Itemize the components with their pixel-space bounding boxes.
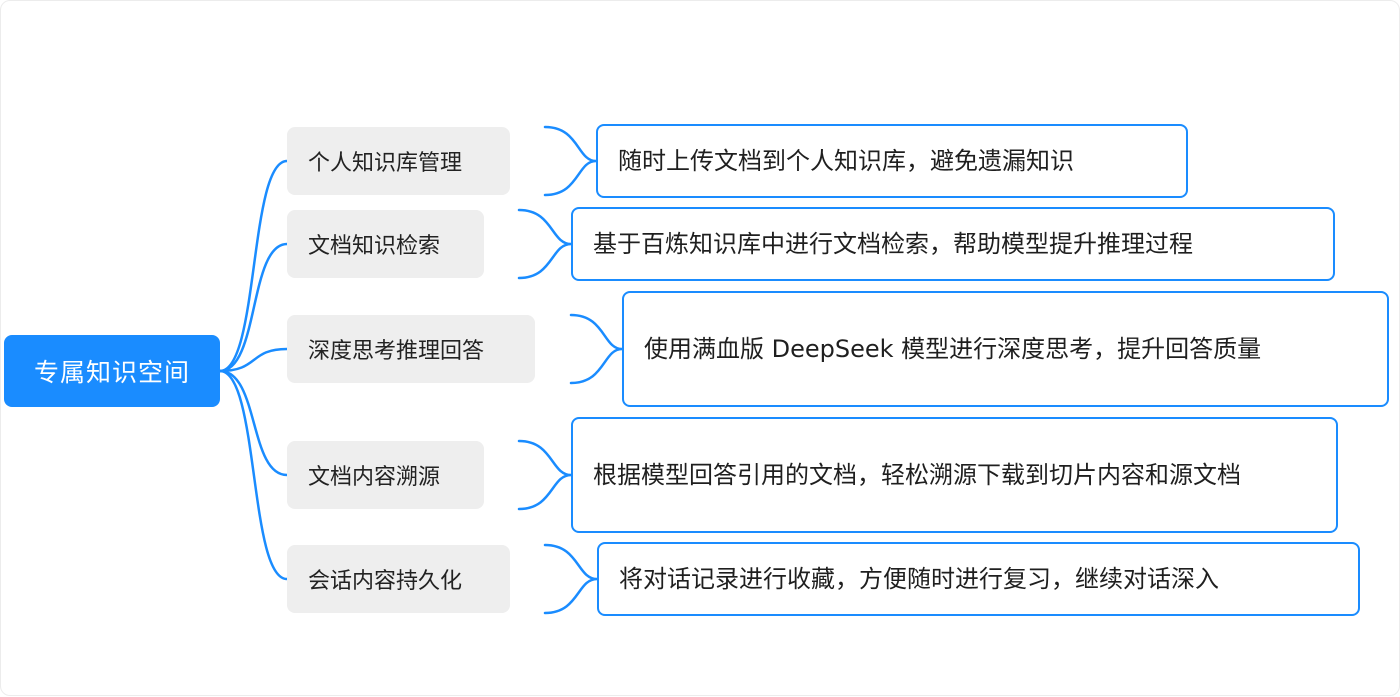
connector-root-branch-3 [218, 347, 289, 373]
detail-node-text: 随时上传文档到个人知识库，避免遗漏知识 [618, 147, 1074, 175]
branch-node-2[interactable]: 文档知识检索 [287, 210, 484, 278]
detail-node-text: 使用满血版 DeepSeek 模型进行深度思考，提升回答质量 [644, 335, 1262, 363]
branch-node-3[interactable]: 深度思考推理回答 [287, 315, 535, 383]
root-node-label: 专属知识空间 [33, 358, 190, 387]
branch-node-1[interactable]: 个人知识库管理 [287, 127, 510, 195]
root-node[interactable]: 专属知识空间 [4, 335, 220, 407]
detail-node-5[interactable]: 将对话记录进行收藏，方便随时进行复习，继续对话深入 [597, 542, 1360, 616]
branch-node-label: 文档知识检索 [308, 234, 441, 259]
bracket-2 [517, 208, 572, 280]
detail-node-2[interactable]: 基于百炼知识库中进行文档检索，帮助模型提升推理过程 [571, 207, 1335, 281]
detail-node-1[interactable]: 随时上传文档到个人知识库，避免遗漏知识 [596, 124, 1188, 198]
bracket-5 [543, 543, 598, 615]
connector-root-branch-4 [218, 369, 289, 477]
branch-node-4[interactable]: 文档内容溯源 [287, 441, 484, 509]
connector-root-branch-5 [218, 369, 289, 581]
connector-root-branch-2 [218, 242, 289, 373]
branch-node-label: 文档内容溯源 [308, 465, 441, 490]
branch-node-5[interactable]: 会话内容持久化 [287, 545, 510, 613]
branch-node-label: 个人知识库管理 [308, 151, 463, 176]
detail-node-text: 根据模型回答引用的文档，轻松溯源下载到切片内容和源文档 [593, 461, 1241, 489]
connector-root-branch-1 [218, 159, 289, 373]
branch-node-label: 深度思考推理回答 [308, 339, 485, 364]
bracket-1 [543, 125, 597, 197]
detail-node-4[interactable]: 根据模型回答引用的文档，轻松溯源下载到切片内容和源文档 [571, 417, 1338, 533]
detail-node-text: 将对话记录进行收藏，方便随时进行复习，继续对话深入 [619, 565, 1219, 593]
detail-node-3[interactable]: 使用满血版 DeepSeek 模型进行深度思考，提升回答质量 [622, 291, 1389, 407]
detail-node-text: 基于百炼知识库中进行文档检索，帮助模型提升推理过程 [593, 230, 1193, 258]
branch-node-label: 会话内容持久化 [308, 569, 463, 594]
bracket-3 [569, 313, 623, 385]
bracket-4 [517, 439, 572, 511]
